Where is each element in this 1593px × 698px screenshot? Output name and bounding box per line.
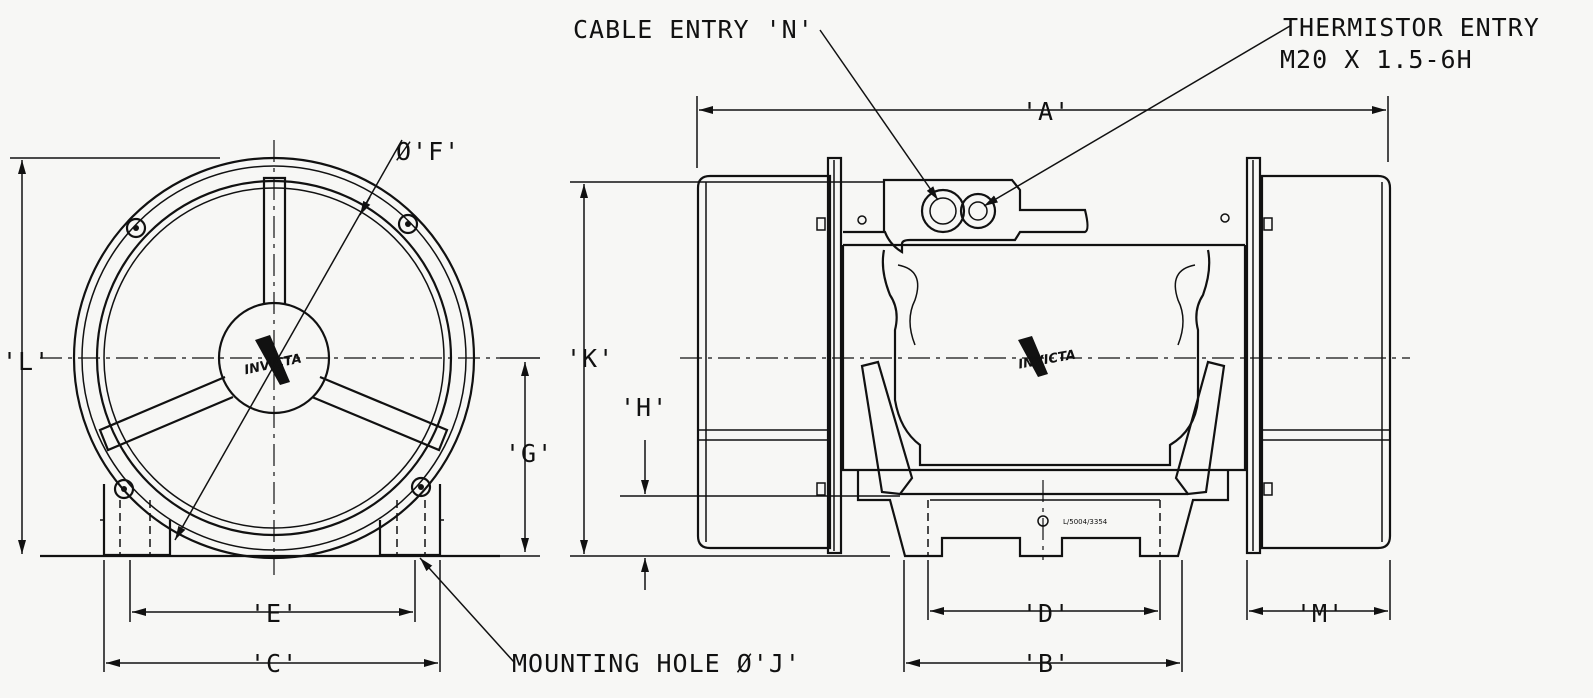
- thermistor-entry-boss: [959, 192, 997, 230]
- end-view-spoke-left: [98, 375, 234, 452]
- end-view-spoke-right: [311, 375, 449, 452]
- cable-entry-boss: [920, 188, 966, 234]
- label-thermistor-thread: M20 X 1.5-6H: [1280, 45, 1473, 74]
- label-dim-m: 'M': [1296, 599, 1344, 628]
- label-dim-h: 'H': [620, 393, 668, 422]
- side-view-bracket-left: [860, 360, 914, 496]
- end-view-dimensions: [10, 139, 540, 672]
- label-dim-c: 'C': [250, 649, 298, 678]
- end-view: INVICTA: [40, 140, 500, 575]
- side-view-terminal-box: [843, 178, 1089, 254]
- label-dim-a: 'A': [1022, 97, 1070, 126]
- label-dim-b: 'B': [1022, 649, 1070, 678]
- side-view-right-flange: [1245, 156, 1262, 555]
- end-view-bolts: [113, 213, 432, 500]
- side-view-left-cap: [696, 174, 832, 550]
- end-view-foot-right: [378, 484, 442, 557]
- side-view-left-flange: [826, 156, 843, 555]
- side-view-right-cap: [1260, 174, 1392, 550]
- label-dim-k: 'K': [566, 344, 614, 373]
- label-dim-l: 'L': [2, 347, 50, 376]
- label-dim-g: 'G': [505, 439, 553, 468]
- part-number: L/5004/3354: [1063, 518, 1108, 526]
- end-view-logo: INVICTA: [243, 335, 303, 385]
- label-dim-e: 'E': [250, 599, 298, 628]
- label-cable-entry: CABLE ENTRY 'N': [573, 15, 814, 44]
- side-view-base: [856, 470, 1230, 558]
- label-dim-f: Ø'F': [396, 137, 460, 166]
- label-mounting-hole: MOUNTING HOLE Ø'J': [512, 649, 801, 678]
- label-thermistor-entry: THERMISTOR ENTRY: [1283, 13, 1540, 42]
- side-view-logo: INVICTA: [1017, 336, 1077, 377]
- label-dim-d: 'D': [1022, 599, 1070, 628]
- side-view: INVICTA L/5004/3354: [680, 156, 1410, 560]
- side-view-bracket-right: [1174, 360, 1226, 496]
- side-view-dimensions: [570, 25, 1391, 672]
- side-view-housing-profile: [881, 249, 1211, 467]
